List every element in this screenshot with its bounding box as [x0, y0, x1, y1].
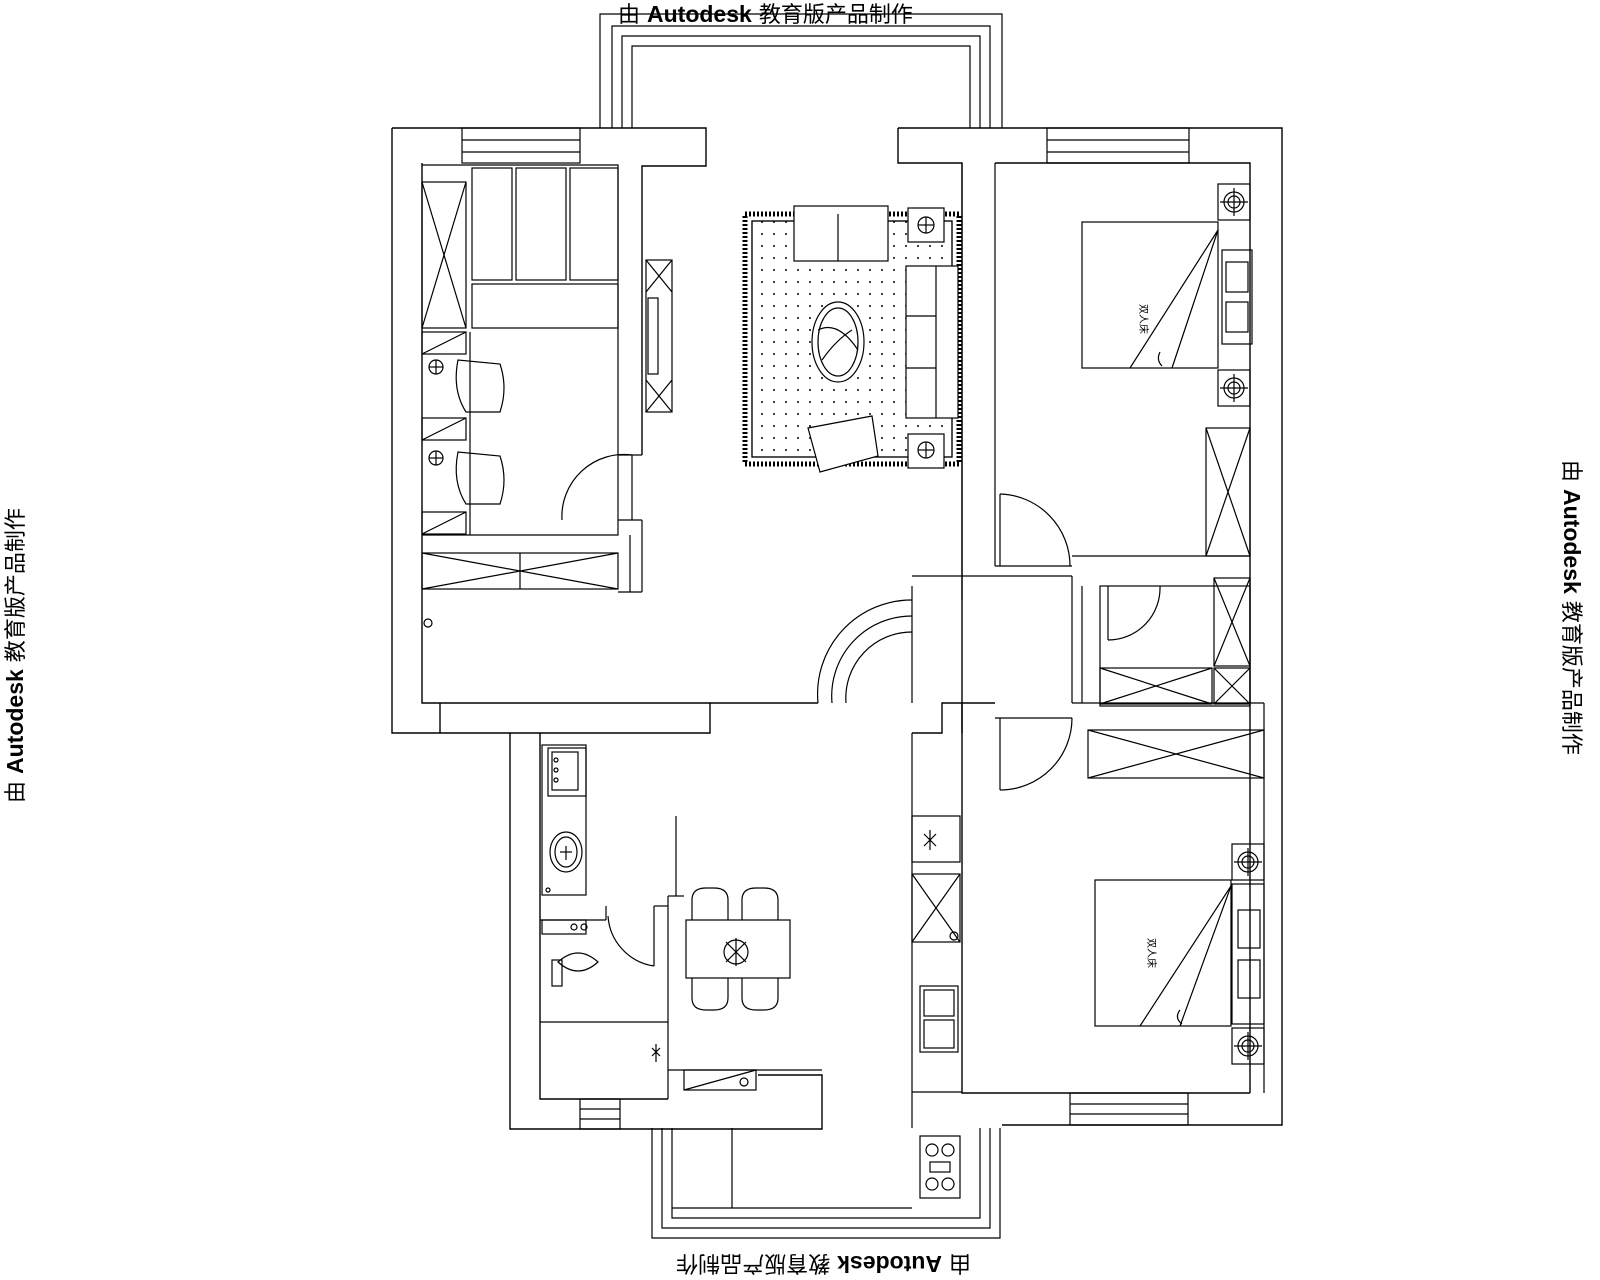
living-room	[742, 205, 962, 473]
bathroom	[540, 744, 684, 1099]
kitchen	[668, 733, 962, 1199]
study-room	[421, 164, 643, 628]
north-balcony	[599, 13, 1003, 128]
bed-label-south: 双人床	[1145, 938, 1158, 968]
hallway	[816, 163, 1083, 704]
tv-cabinet	[645, 259, 673, 413]
dining-area	[685, 887, 791, 1011]
bedroom-south: 双人床	[995, 702, 1265, 1093]
wardrobe-room	[1099, 577, 1251, 707]
south-balcony	[651, 1128, 1001, 1239]
windows	[461, 127, 1190, 1130]
bedroom-north: 双人床	[994, 163, 1253, 567]
bed-label-north: 双人床	[1137, 304, 1150, 334]
